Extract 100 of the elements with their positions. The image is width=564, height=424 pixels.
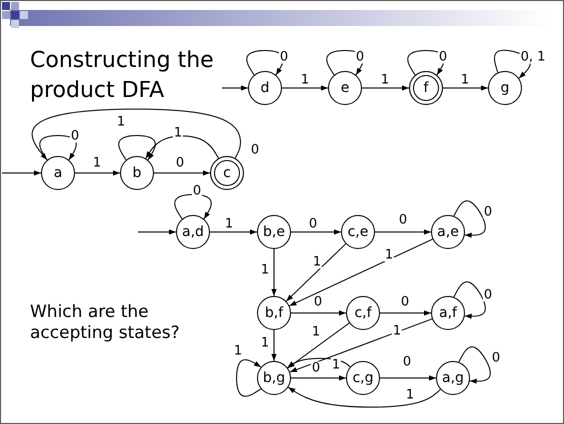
state-name: c,g <box>352 371 374 385</box>
state-name: b,f <box>264 306 284 320</box>
transition-arrow <box>380 310 432 316</box>
state-name: c,f <box>354 306 372 320</box>
state-name: b,e <box>263 225 285 239</box>
accepting-state <box>409 71 443 105</box>
transition-arrow <box>289 318 433 373</box>
transition-arrow <box>145 135 219 159</box>
transition-arrow <box>287 322 350 368</box>
edge-label: 1 <box>300 74 310 86</box>
state-name: f <box>424 81 428 95</box>
accepting-state <box>210 156 244 190</box>
transition-arrow <box>174 194 212 220</box>
state-name: e <box>340 81 350 95</box>
edge-label: 0 <box>278 50 290 64</box>
transition-arrow <box>39 135 77 160</box>
edge-label: 0 <box>482 206 494 218</box>
edge-label: 1 <box>116 116 126 128</box>
edge-label: 0 <box>174 156 186 170</box>
edge-label: 1 <box>384 248 394 262</box>
state-circle <box>328 71 362 105</box>
state-name: a,d <box>182 225 204 239</box>
edge-label: 0 <box>308 218 318 230</box>
transition-arrow <box>453 200 486 238</box>
transition-arrow <box>453 281 486 319</box>
edge-label: 0 <box>482 288 494 302</box>
transition-arrow <box>286 243 346 302</box>
state-circle <box>436 361 470 395</box>
state-circle <box>176 215 210 249</box>
transition-arrow <box>326 50 364 76</box>
state-circle <box>257 361 291 395</box>
state-name: a,e <box>437 225 459 239</box>
state-name: d <box>260 81 270 95</box>
edge-label: 0 <box>312 296 324 308</box>
edge-label: 0 <box>354 50 366 64</box>
transition-arrow <box>442 85 488 91</box>
edge-label: 1 <box>224 218 234 230</box>
transition-arrow <box>288 238 434 306</box>
transition-arrow <box>458 346 491 384</box>
edge-label: 1 <box>260 336 270 350</box>
edge-label: 0 <box>250 144 260 156</box>
transition-arrow <box>290 310 346 316</box>
edge-label: 0 <box>402 356 412 368</box>
state-circle <box>346 296 380 330</box>
state-name: g <box>500 81 510 95</box>
transition-arrow <box>282 85 328 91</box>
transition-arrow <box>154 170 210 176</box>
state-circle <box>431 215 465 249</box>
edge-label: 0 <box>400 296 410 308</box>
transition-arrow <box>222 85 248 91</box>
transition-arrow <box>138 229 176 235</box>
state-name: c,e <box>348 225 368 239</box>
edge-label: 1 <box>172 126 184 140</box>
edge-label: 1 <box>404 388 416 402</box>
edge-label: 1 <box>380 74 390 86</box>
transition-arrow <box>210 229 258 235</box>
transition-arrow <box>74 170 120 176</box>
state-name: a <box>54 166 62 180</box>
transition-arrow <box>362 85 410 91</box>
edge-label: 1 <box>310 326 322 338</box>
state-circle <box>248 71 282 105</box>
state-circle <box>346 361 380 395</box>
state-name: a,g <box>442 371 464 385</box>
state-circle <box>431 296 465 330</box>
transition-arrow <box>290 375 346 381</box>
transition-arrow <box>2 170 42 176</box>
edge-label: 1 <box>260 264 270 276</box>
state-circle <box>257 215 291 249</box>
edge-label: 1 <box>312 256 322 268</box>
edge-label: 1 <box>92 156 102 170</box>
transition-arrow <box>380 375 436 381</box>
edge-label: 0 <box>490 352 502 364</box>
edge-label: 0 <box>438 50 448 64</box>
state-circle <box>120 156 154 190</box>
transition-arrow <box>288 386 441 408</box>
transition-arrow <box>271 248 277 296</box>
state-name: a,f <box>439 306 457 320</box>
state-name: b <box>132 166 142 180</box>
transition-arrow <box>407 50 445 76</box>
state-name: c <box>223 166 231 180</box>
edge-label: 0, 1 <box>520 50 546 64</box>
state-circle <box>41 156 75 190</box>
question-text: Which are the accepting states? <box>30 302 181 344</box>
edge-label: 0 <box>70 130 80 142</box>
transition-arrow <box>236 359 262 397</box>
transition-arrow <box>286 358 351 368</box>
state-circle <box>488 71 522 105</box>
slide-title: Constructing the product DFA <box>30 47 215 105</box>
state-circle <box>257 296 291 330</box>
edge-label: 1 <box>232 344 244 358</box>
transition-arrow <box>374 229 432 235</box>
state-circle <box>341 215 375 249</box>
transition-arrow <box>290 229 342 235</box>
edge-label: 1 <box>330 358 342 372</box>
edge-label: 0 <box>192 184 202 198</box>
transition-arrow <box>246 50 284 76</box>
transition-arrow <box>118 135 156 160</box>
transition-arrow <box>32 108 241 160</box>
state-name: b,g <box>262 371 286 385</box>
edge-label: 0 <box>310 362 322 374</box>
